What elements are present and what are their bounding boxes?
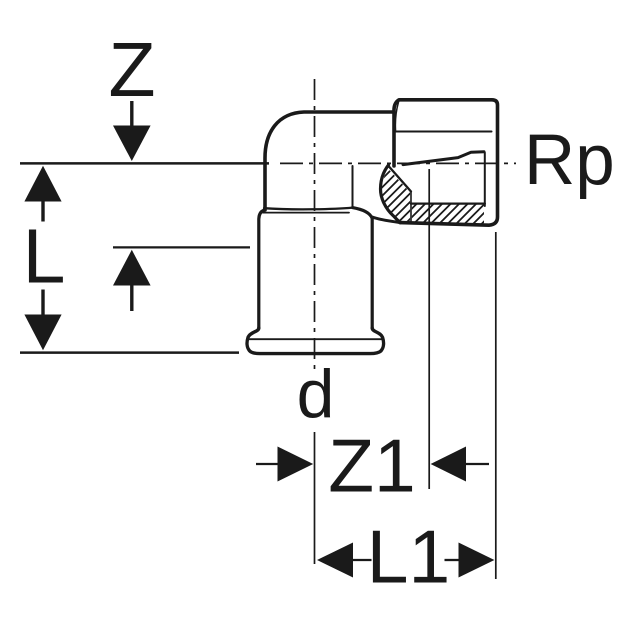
elbow-outer-contour — [263, 110, 396, 212]
bore-cone-edge — [387, 164, 413, 193]
label-rp: Rp — [524, 121, 615, 200]
section-hatching — [382, 168, 484, 225]
label-d: d — [297, 356, 335, 432]
pipe-stop-arrowhead-up — [113, 249, 151, 286]
l-arrowhead-up — [24, 165, 62, 202]
label-z1: Z1 — [328, 424, 416, 508]
section-cut-curve — [378, 163, 403, 225]
z1-arrowhead-left — [430, 446, 466, 482]
press-socket-wall-right — [350, 206, 374, 330]
label-z: Z — [108, 27, 155, 113]
l1-arrowhead-right — [458, 542, 495, 578]
dimension-labels: Z L d Rp Z1 L1 — [23, 27, 615, 599]
press-socket-shoulder-top — [262, 206, 354, 211]
hatch-zone-thread — [411, 204, 484, 225]
l1-arrowhead-left — [317, 542, 353, 578]
dimension-arrows — [24, 101, 495, 578]
label-l1: L1 — [367, 515, 450, 599]
z-arrowhead-down — [113, 125, 151, 161]
hex-corner-arc — [394, 101, 400, 132]
z1-arrowhead-right — [277, 446, 314, 482]
centerlines — [20, 79, 516, 579]
label-l: L — [23, 214, 66, 300]
fitting-body — [245, 98, 500, 356]
thread-bore-step-edge — [401, 150, 486, 167]
press-socket-wall-left — [257, 208, 267, 330]
l-arrowhead-down — [24, 314, 62, 351]
press-end-bead — [245, 326, 386, 356]
body-underside-ledge — [370, 215, 402, 225]
thread-socket-outline — [392, 98, 500, 227]
hatch-zone-cone — [382, 168, 411, 222]
